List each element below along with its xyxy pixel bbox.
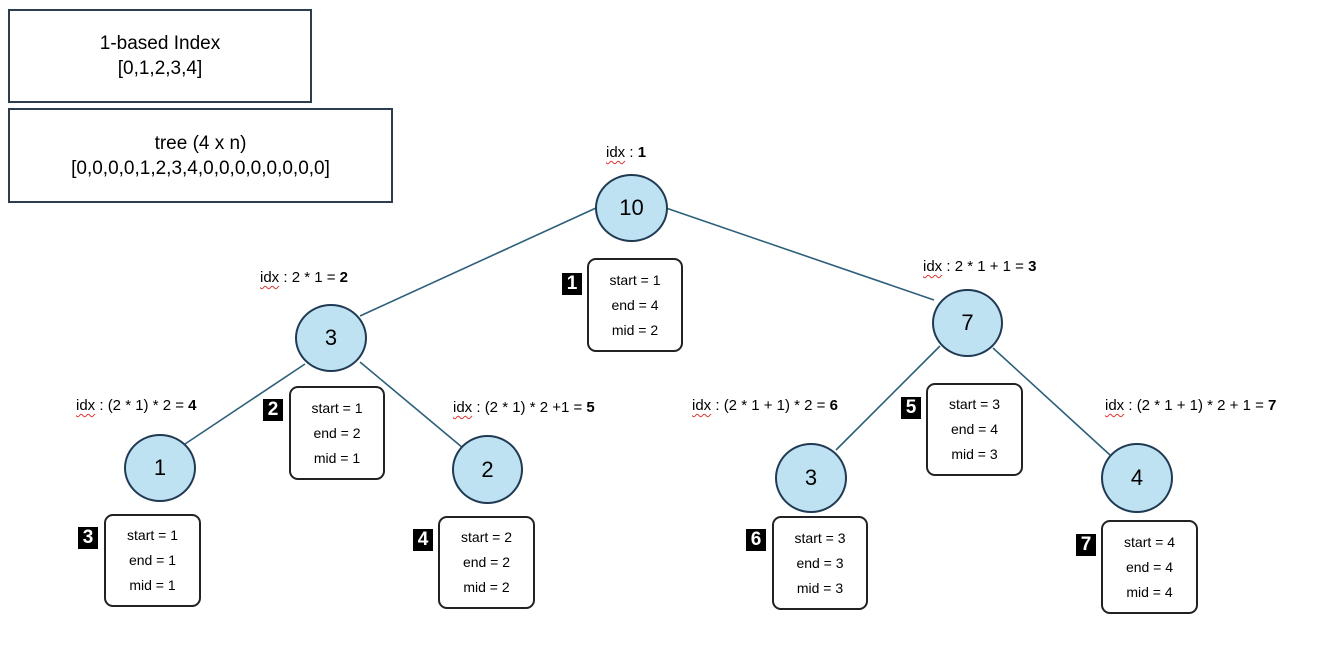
node-value: 7 — [961, 310, 974, 335]
step-badge-7: 7 — [1076, 534, 1096, 556]
step-badge-1: 1 — [562, 273, 582, 295]
edge-3-6 — [835, 345, 941, 451]
step-badge-2: 2 — [263, 399, 283, 421]
tree-node-1: 10 — [595, 174, 668, 242]
idx-label-1: idx : 1 — [606, 144, 647, 161]
index-box: 1-based Index [0,1,2,3,4] — [8, 9, 312, 103]
step-badge-5: 5 — [901, 397, 921, 419]
tree-box-title: tree (4 x n) — [154, 132, 247, 154]
step-badge-4: 4 — [413, 529, 433, 551]
tree-node-6: 3 — [775, 443, 847, 513]
edge-1-3 — [665, 207, 935, 301]
index-box-array: [0,1,2,3,4] — [117, 58, 203, 79]
idx-label-6: idx : (2 * 1 + 1) * 2 = 6 — [692, 397, 838, 414]
node-value: 1 — [153, 455, 167, 480]
node-value: 3 — [804, 465, 818, 490]
node-value: 2 — [481, 456, 494, 482]
edge-2-4 — [184, 363, 306, 445]
idx-label-2: idx : 2 * 1 = 2 — [260, 269, 348, 286]
edge-3-7 — [992, 347, 1111, 456]
index-box-title: 1-based Index — [99, 33, 221, 54]
edge-2-5 — [359, 361, 464, 449]
tree-node-7: 4 — [1101, 443, 1173, 513]
tree-node-3: 7 — [932, 289, 1003, 357]
tree-node-2: 3 — [295, 304, 367, 372]
idx-label-4: idx : (2 * 1) * 2 = 4 — [76, 397, 197, 414]
tree-node-4: 1 — [124, 434, 196, 502]
idx-label-5: idx : (2 * 1) * 2 +1 = 5 — [453, 399, 595, 416]
edge-1-2 — [359, 207, 597, 317]
idx-label-7: idx : (2 * 1 + 1) * 2 + 1 = 7 — [1105, 397, 1277, 414]
tree-box-array: [0,0,0,0,1,2,3,4,0,0,0,0,0,0,0,0] — [71, 157, 330, 179]
step-badge-6: 6 — [746, 529, 766, 551]
tree-box: tree (4 x n) [0,0,0,0,1,2,3,4,0,0,0,0,0,… — [8, 108, 393, 203]
node-value: 4 — [1130, 465, 1144, 490]
node-value: 10 — [619, 195, 644, 220]
step-badge-3: 3 — [78, 527, 98, 549]
node-value: 3 — [324, 325, 338, 350]
idx-label-3: idx : 2 * 1 + 1 = 3 — [923, 258, 1037, 275]
tree-node-5: 2 — [452, 435, 523, 504]
